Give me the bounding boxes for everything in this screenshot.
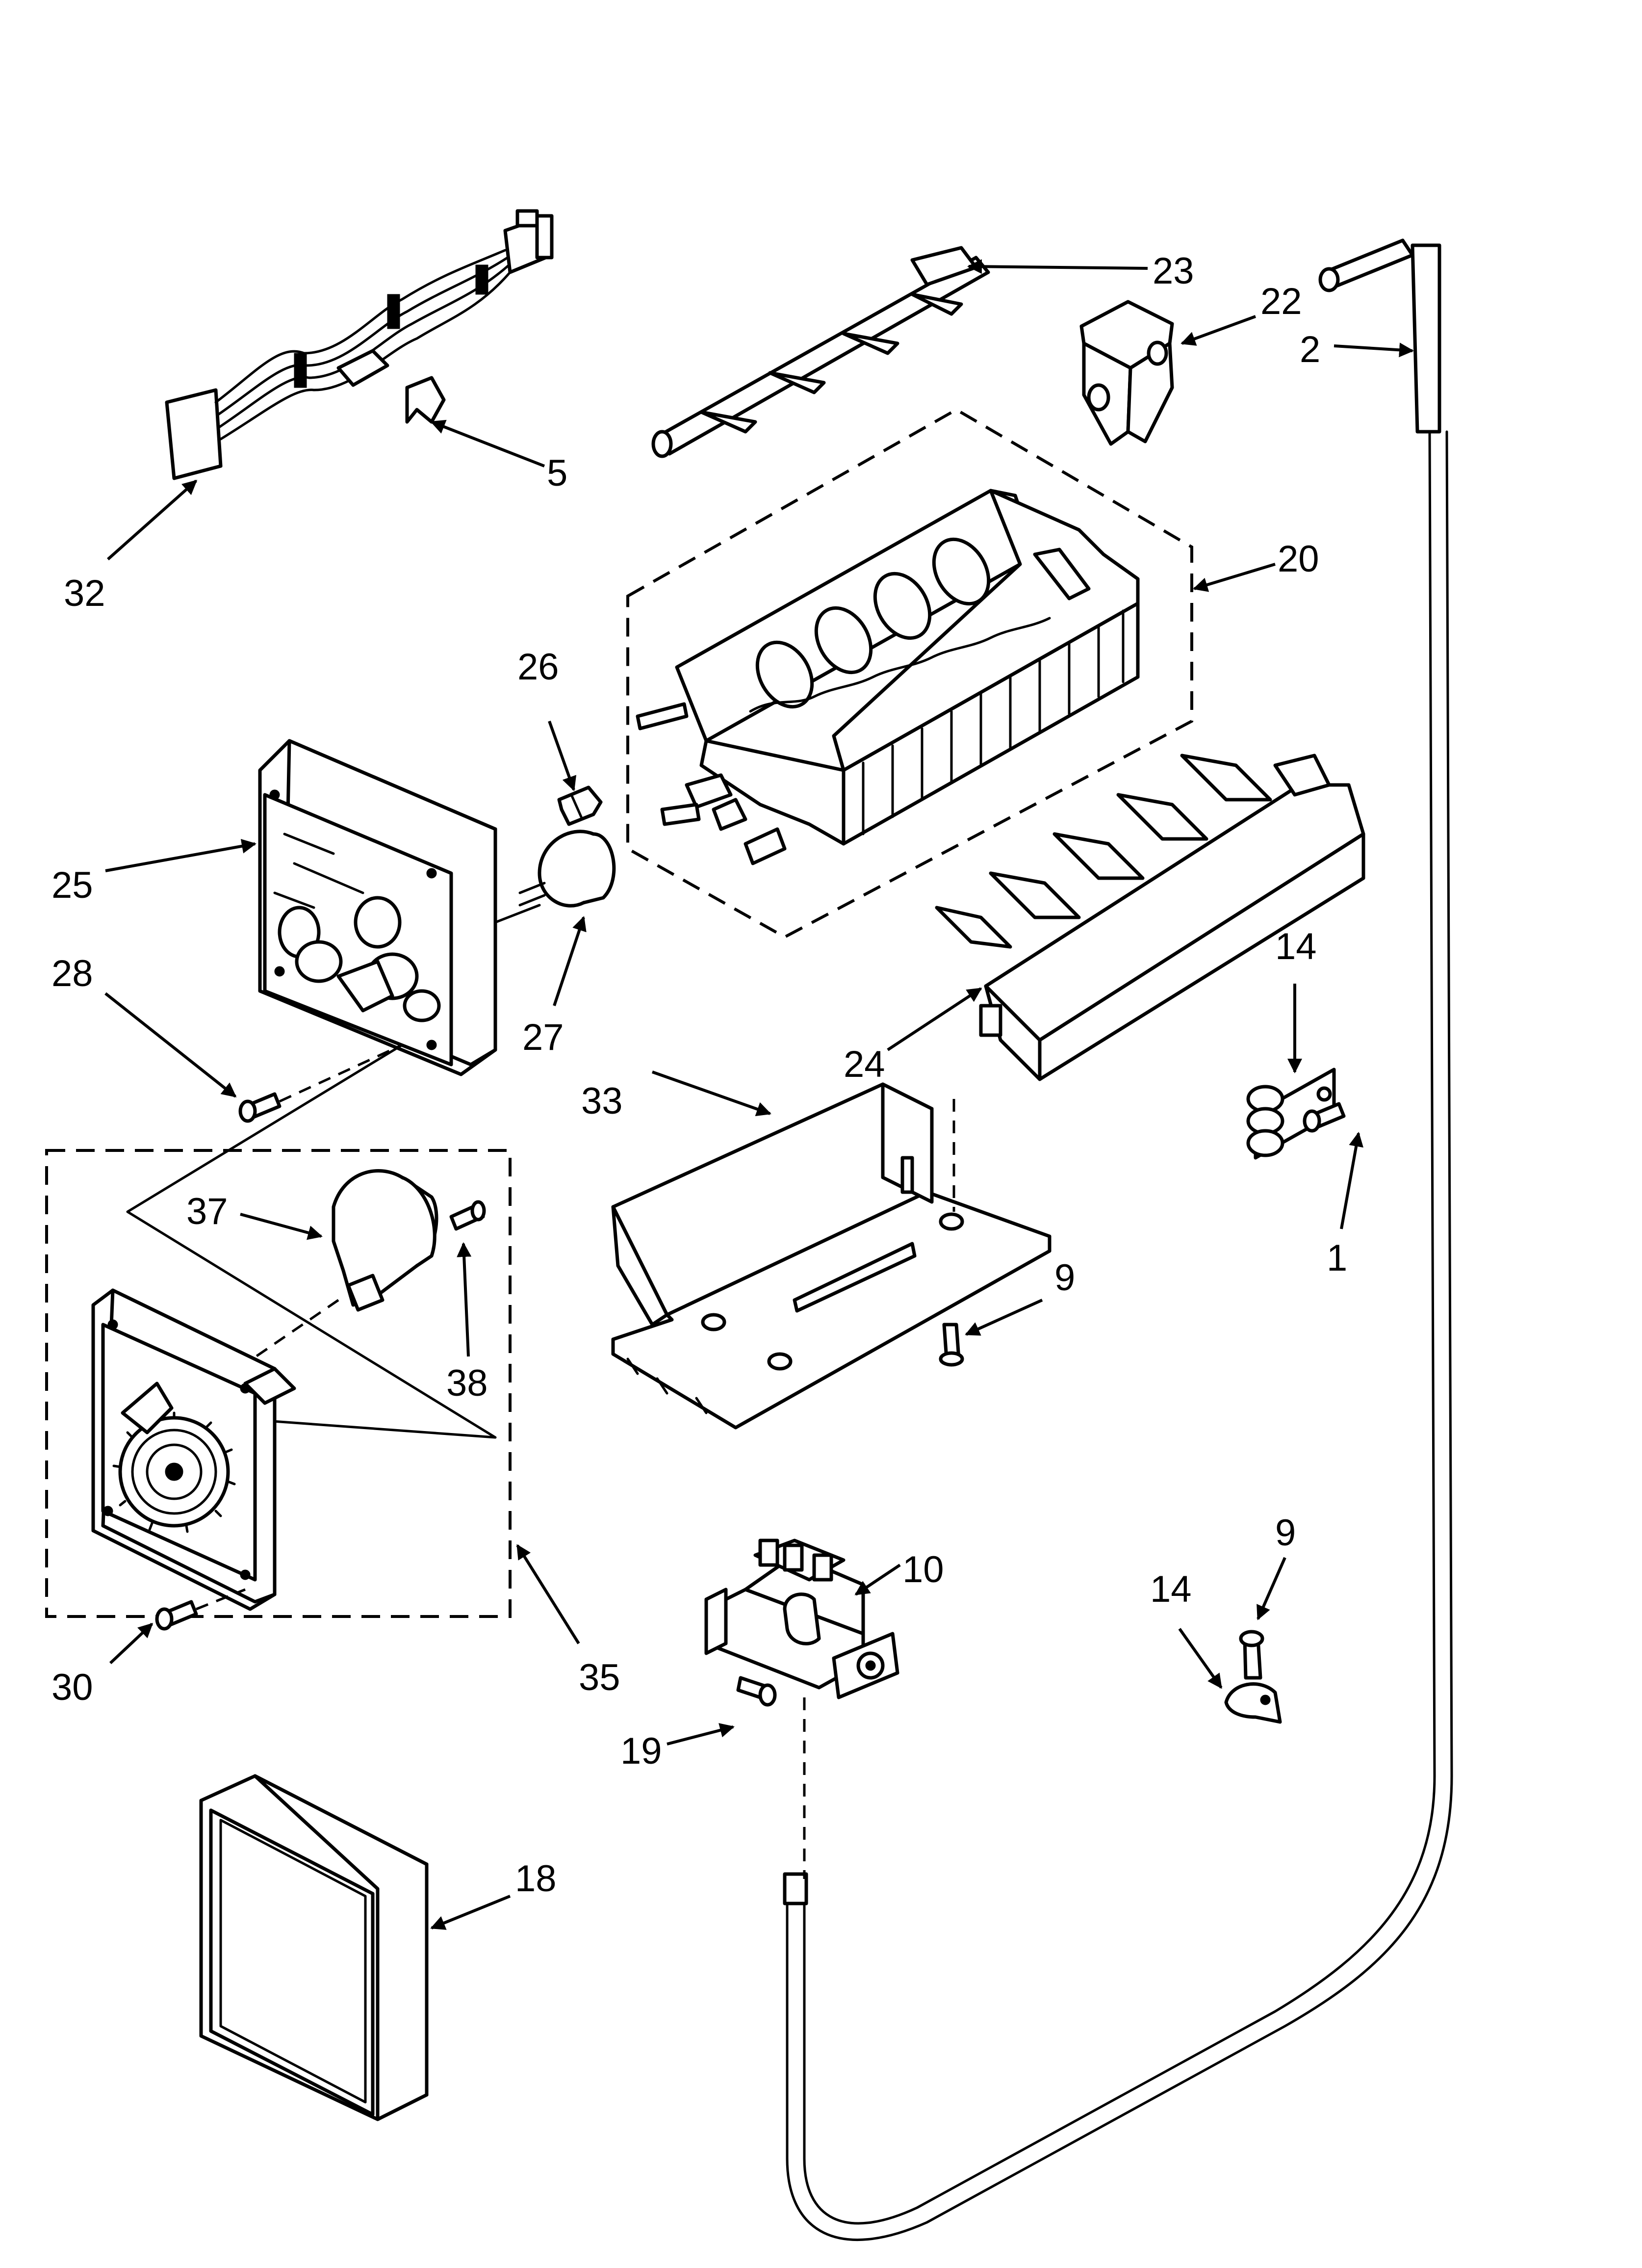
control-housing-part-25 — [258, 739, 497, 1076]
callout-9b: 9 — [1275, 1512, 1296, 1554]
front-cover-part-18 — [199, 1774, 429, 2121]
motor-plate — [91, 1288, 296, 1611]
callout-labels: 23 22 2 20 5 32 26 25 27 28 24 33 14 1 9… — [51, 250, 1347, 1900]
assembly-line-30 — [196, 1588, 246, 1611]
callout-18: 18 — [515, 1858, 557, 1900]
callout-27: 27 — [522, 1017, 564, 1058]
screw-part-28 — [238, 1092, 282, 1123]
wire-harness-part-32 — [165, 209, 554, 480]
callout-5: 5 — [547, 452, 567, 494]
callout-14a: 14 — [1275, 926, 1317, 967]
clamp-part-14b — [1224, 1682, 1282, 1724]
screw-part-9a — [939, 1323, 964, 1367]
screw-part-19 — [736, 1676, 777, 1707]
ejector-shaft-part-23 — [651, 246, 990, 458]
callout-19: 19 — [620, 1730, 662, 1772]
water-valve-part-10 — [704, 1538, 899, 1699]
callout-25: 25 — [51, 864, 93, 906]
callout-9a: 9 — [1054, 1257, 1075, 1299]
assembly-line-37 — [244, 1299, 339, 1365]
callout-22: 22 — [1260, 281, 1302, 322]
screw-part-1 — [1303, 1102, 1346, 1133]
callout-23: 23 — [1153, 250, 1194, 292]
callout-leaders — [104, 259, 1414, 1930]
mold-part-20 — [626, 408, 1193, 939]
fill-cup-part-22 — [1079, 300, 1174, 446]
callout-30: 30 — [51, 1667, 93, 1708]
screw-part-38 — [449, 1200, 486, 1231]
callout-35: 35 — [579, 1657, 620, 1698]
callout-28: 28 — [51, 953, 93, 994]
cover-part-33 — [611, 1082, 1052, 1430]
callout-37: 37 — [186, 1191, 228, 1232]
screw-part-30 — [155, 1600, 198, 1631]
thermostat-part-27 — [494, 830, 616, 924]
stripper-part-24 — [935, 754, 1365, 1081]
screw-part-9b — [1239, 1630, 1264, 1680]
callout-33: 33 — [581, 1080, 623, 1122]
callout-24: 24 — [844, 1043, 885, 1085]
fill-tube-part-2 — [783, 238, 1453, 2241]
callout-1: 1 — [1327, 1237, 1347, 1279]
callout-38: 38 — [446, 1362, 488, 1404]
callout-20: 20 — [1278, 538, 1319, 580]
callout-14b: 14 — [1150, 1568, 1192, 1610]
callout-10: 10 — [902, 1549, 944, 1590]
motor-part-37 — [332, 1169, 438, 1312]
assembly-line-28 — [279, 1043, 403, 1103]
callout-32: 32 — [64, 573, 105, 614]
callout-26: 26 — [517, 646, 559, 688]
motor-module-part-35 — [45, 1043, 512, 1618]
callout-2: 2 — [1300, 329, 1320, 370]
thermostat-clip-part-26 — [557, 785, 603, 826]
